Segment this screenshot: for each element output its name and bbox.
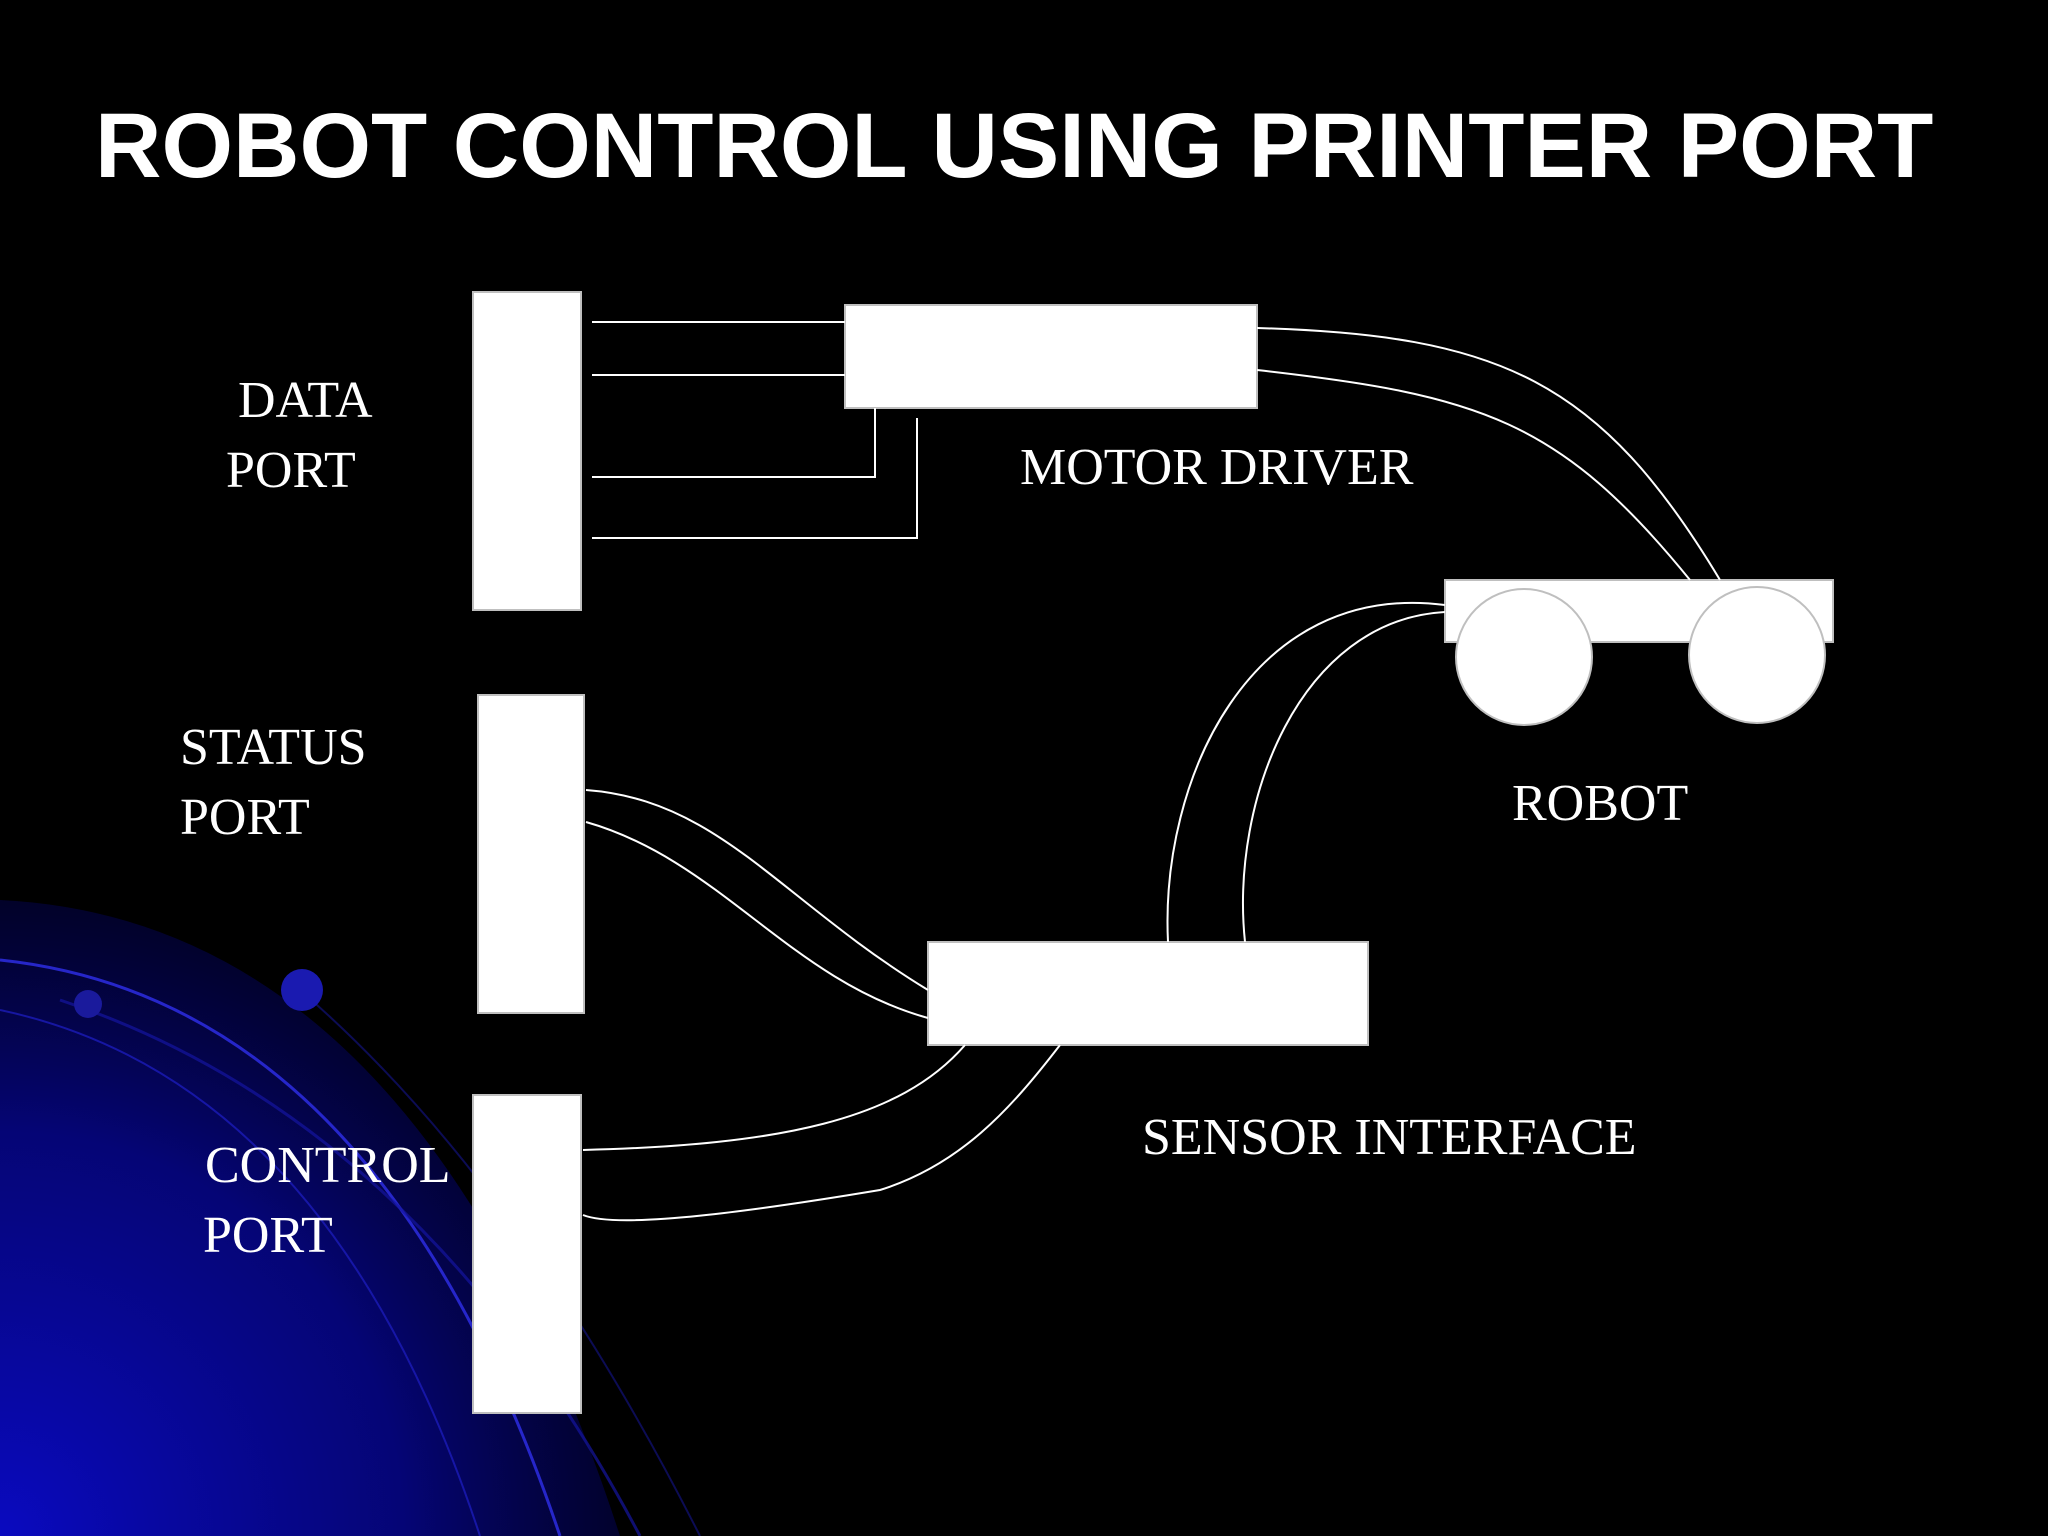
robot-wheel-right [1688, 586, 1826, 724]
wire-sensor-robot-2 [1242, 611, 1446, 943]
wire-data-3 [592, 408, 876, 478]
wire-status-sensor-1 [585, 789, 929, 991]
sensor-interface-label: SENSOR INTERFACE [1142, 1109, 1637, 1166]
control-port-label-line1: CONTROL [205, 1137, 451, 1194]
wire-status-sensor-2 [585, 821, 929, 1019]
wire-motor-robot-1 [1256, 327, 1721, 581]
slide-title: ROBOT CONTROL USING PRINTER PORT [95, 95, 1934, 197]
status-port-block [477, 694, 585, 1014]
control-port-block [472, 1094, 582, 1414]
robot-wheel-left [1455, 588, 1593, 726]
robot-label: ROBOT [1512, 775, 1689, 832]
wire-motor-robot-2 [1256, 369, 1691, 581]
data-port-block [472, 291, 582, 611]
decor-dot-small [74, 990, 102, 1018]
data-port-label-line1: DATA [238, 372, 373, 429]
wire-control-sensor-1 [582, 1044, 966, 1151]
status-port-label-line1: STATUS [180, 719, 367, 776]
status-port-label-line2: PORT [180, 789, 310, 846]
wire-data-4 [592, 418, 918, 539]
control-port-label-line2: PORT [203, 1207, 333, 1264]
motor-driver-block [844, 304, 1258, 409]
sensor-interface-block [927, 941, 1369, 1046]
wire-sensor-robot-1 [1166, 602, 1446, 943]
robot-graphic [1444, 579, 1834, 726]
data-port-label-line2: PORT [226, 442, 356, 499]
decor-dot-large [281, 969, 323, 1011]
motor-driver-label: MOTOR DRIVER [1020, 439, 1414, 496]
wire-control-sensor-2 [582, 1044, 1061, 1222]
